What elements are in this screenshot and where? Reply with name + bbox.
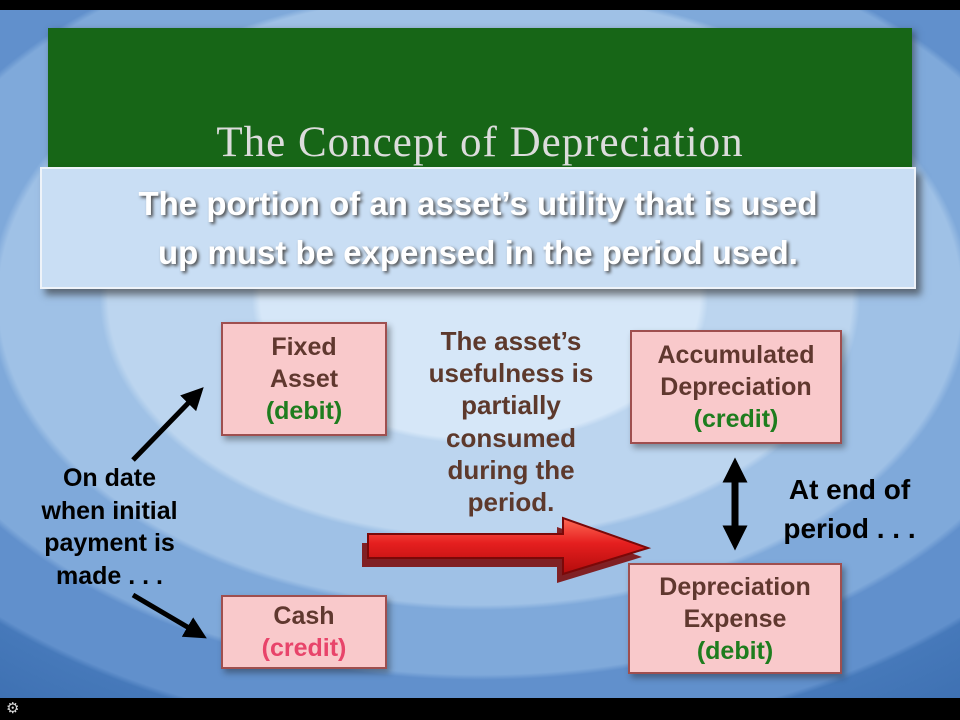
slide-background: The Concept of Depreciation The portion … [0,10,960,698]
depreciation-expense-label: Depreciation Expense [659,572,811,633]
player-bottom-bar: ⚙ [0,698,960,720]
definition-box: The portion of an asset’s utility that i… [40,167,916,289]
usefulness-note: The asset’s usefulness is partially cons… [428,326,594,518]
cash-label: Cash [273,602,335,630]
on-date-note: On date when initial payment is made . .… [41,464,178,590]
cash-box: Cash (credit) [221,595,387,669]
red-block-arrow-icon [362,516,652,583]
definition-text: The portion of an asset’s utility that i… [138,184,818,272]
end-of-period-note: At end of period . . . [783,474,916,545]
fixed-asset-account: (debit) [265,397,343,425]
accumulated-depreciation-account: (credit) [693,405,779,433]
cash-account: (credit) [261,634,347,662]
depreciation-expense-account: (debit) [696,636,774,665]
fixed-asset-box: Fixed Asset (debit) [221,322,387,436]
arrow-to-cash-icon [131,592,207,639]
settings-gear-icon[interactable]: ⚙ [6,700,20,717]
slide-title: The Concept of Depreciation [216,119,744,166]
fixed-asset-label: Fixed Asset [269,333,339,393]
accumulated-depreciation-label: Accumulated Depreciation [657,341,815,401]
accumulated-depreciation-box: Accumulated Depreciation (credit) [630,330,842,444]
arrow-to-fixed-asset-icon [131,387,204,462]
title-banner: The Concept of Depreciation [48,28,912,168]
depreciation-expense-box: Depreciation Expense (debit) [628,563,842,674]
double-headed-arrow-icon [722,457,748,551]
